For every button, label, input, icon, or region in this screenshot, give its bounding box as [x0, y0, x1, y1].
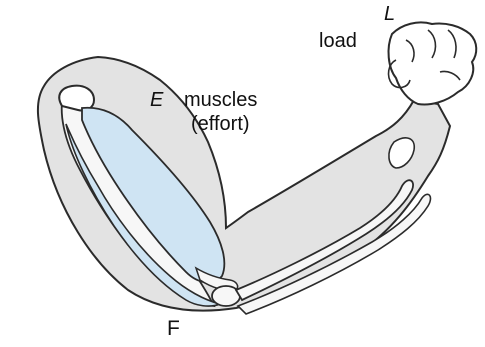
load-label: load	[319, 31, 357, 51]
humerus-head	[59, 86, 94, 111]
effort-symbol-label: E	[150, 90, 163, 110]
muscles-label: muscles	[184, 90, 257, 110]
elbow-joint	[212, 286, 240, 306]
load-symbol-label: L	[384, 4, 395, 24]
effort-label: (effort)	[191, 114, 250, 134]
fulcrum-label: F	[167, 318, 180, 339]
